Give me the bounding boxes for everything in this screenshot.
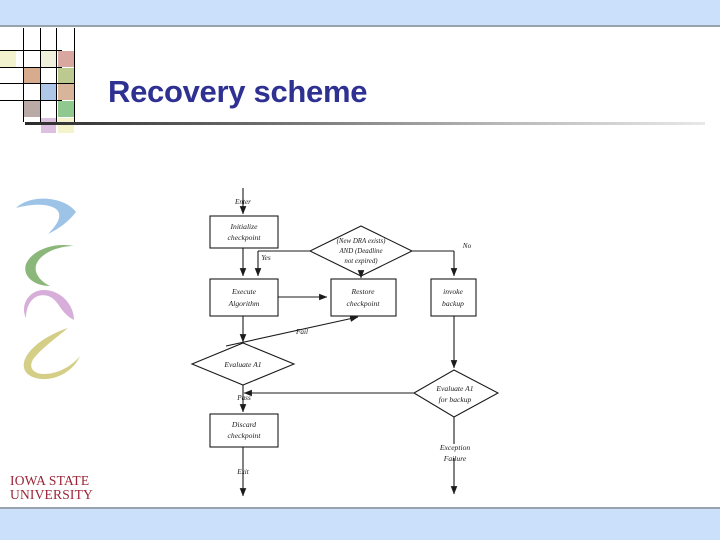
grid-decoration — [0, 26, 76, 133]
node-invoke-backup-line1: invoke — [443, 287, 463, 296]
page-title: Recovery scheme — [108, 74, 368, 109]
node-invoke-backup-line2: backup — [442, 299, 464, 308]
node-evaluate-a1-diamond — [190, 342, 296, 386]
grid-cell-9 — [58, 101, 74, 117]
node-evaluate-a1-backup-diamond — [412, 369, 500, 418]
node-condition-line1: (New DRA exists) — [337, 238, 387, 245]
grid-cell-10 — [41, 118, 56, 133]
grid-cell-4 — [24, 68, 40, 83]
node-init-checkpoint-line1: Initialize — [230, 222, 259, 231]
node-execute-algorithm-line1: Execute — [231, 287, 257, 296]
node-restore-checkpoint-line2: checkpoint — [347, 299, 381, 308]
grid-line-h1 — [0, 50, 62, 52]
node-condition-line3: not expired) — [344, 258, 378, 265]
node-evaluate-a1-backup-line2: for backup — [439, 395, 472, 404]
grid-line-h2 — [0, 67, 62, 69]
isu-logo-line2: UNIVERSITY — [10, 487, 93, 503]
grid-cell-1 — [0, 51, 16, 67]
node-discard-checkpoint-line2: checkpoint — [228, 431, 262, 440]
edge-fail-to-restore — [225, 315, 359, 347]
node-execute-algorithm-line2: Algorithm — [228, 299, 260, 308]
edge-label-yes: Yes — [261, 254, 271, 262]
swoosh-pink-icon — [16, 288, 86, 336]
grid-line-v1 — [23, 28, 25, 122]
grid-line-v3 — [56, 28, 58, 122]
node-execute-algorithm-box — [209, 278, 279, 317]
edge-label-fail: Fail — [295, 328, 308, 336]
grid-line-v2 — [40, 28, 42, 122]
node-invoke-backup-box — [430, 278, 477, 317]
node-restore-checkpoint-line1: Restore — [351, 287, 376, 296]
grid-line-h4 — [0, 100, 62, 102]
recovery-scheme-flowchart: Enter Initialize checkpoint (New DRA exi… — [186, 186, 516, 504]
grid-cell-7 — [58, 84, 74, 100]
grid-line-h3 — [0, 83, 74, 85]
swoosh-blue-icon — [12, 196, 82, 246]
grid-cell-11 — [58, 118, 74, 133]
node-condition-line2: AND (Deadline — [338, 248, 382, 255]
iowa-state-university-logo: IOWA STATE UNIVERSITY — [10, 473, 93, 503]
node-evaluate-a1-backup-line1: Evaluate A1 — [435, 384, 473, 393]
node-evaluate-a1-label: Evaluate A1 — [223, 360, 261, 369]
grid-cell-3 — [58, 51, 74, 67]
swoosh-yellow-icon — [12, 324, 86, 382]
edge-label-pass: Pass — [236, 394, 251, 402]
node-discard-checkpoint-line1: Discard — [231, 420, 256, 429]
node-init-checkpoint-line2: checkpoint — [228, 233, 262, 242]
node-exception-failure-line2: Failure — [443, 454, 467, 463]
grid-cell-2 — [41, 51, 56, 67]
node-restore-checkpoint-box — [330, 278, 397, 317]
node-enter-label: Enter — [234, 198, 251, 206]
title-underline-rule — [25, 122, 705, 125]
node-exception-failure-line1: Exception — [439, 443, 471, 452]
node-exit-label: Exit — [236, 468, 250, 476]
swoosh-green-icon — [14, 240, 84, 290]
top-decorative-band — [0, 0, 720, 27]
swoosh-decoration-group — [10, 196, 86, 386]
grid-cell-5 — [58, 68, 74, 83]
node-init-checkpoint-box — [209, 215, 279, 249]
bottom-decorative-band — [0, 507, 720, 540]
grid-cell-8 — [24, 101, 40, 117]
grid-line-v4 — [74, 28, 76, 122]
node-discard-checkpoint-box — [209, 413, 279, 448]
isu-logo-line1: IOWA STATE — [10, 473, 90, 488]
grid-cell-6 — [41, 84, 56, 100]
edge-label-no: No — [462, 242, 472, 250]
